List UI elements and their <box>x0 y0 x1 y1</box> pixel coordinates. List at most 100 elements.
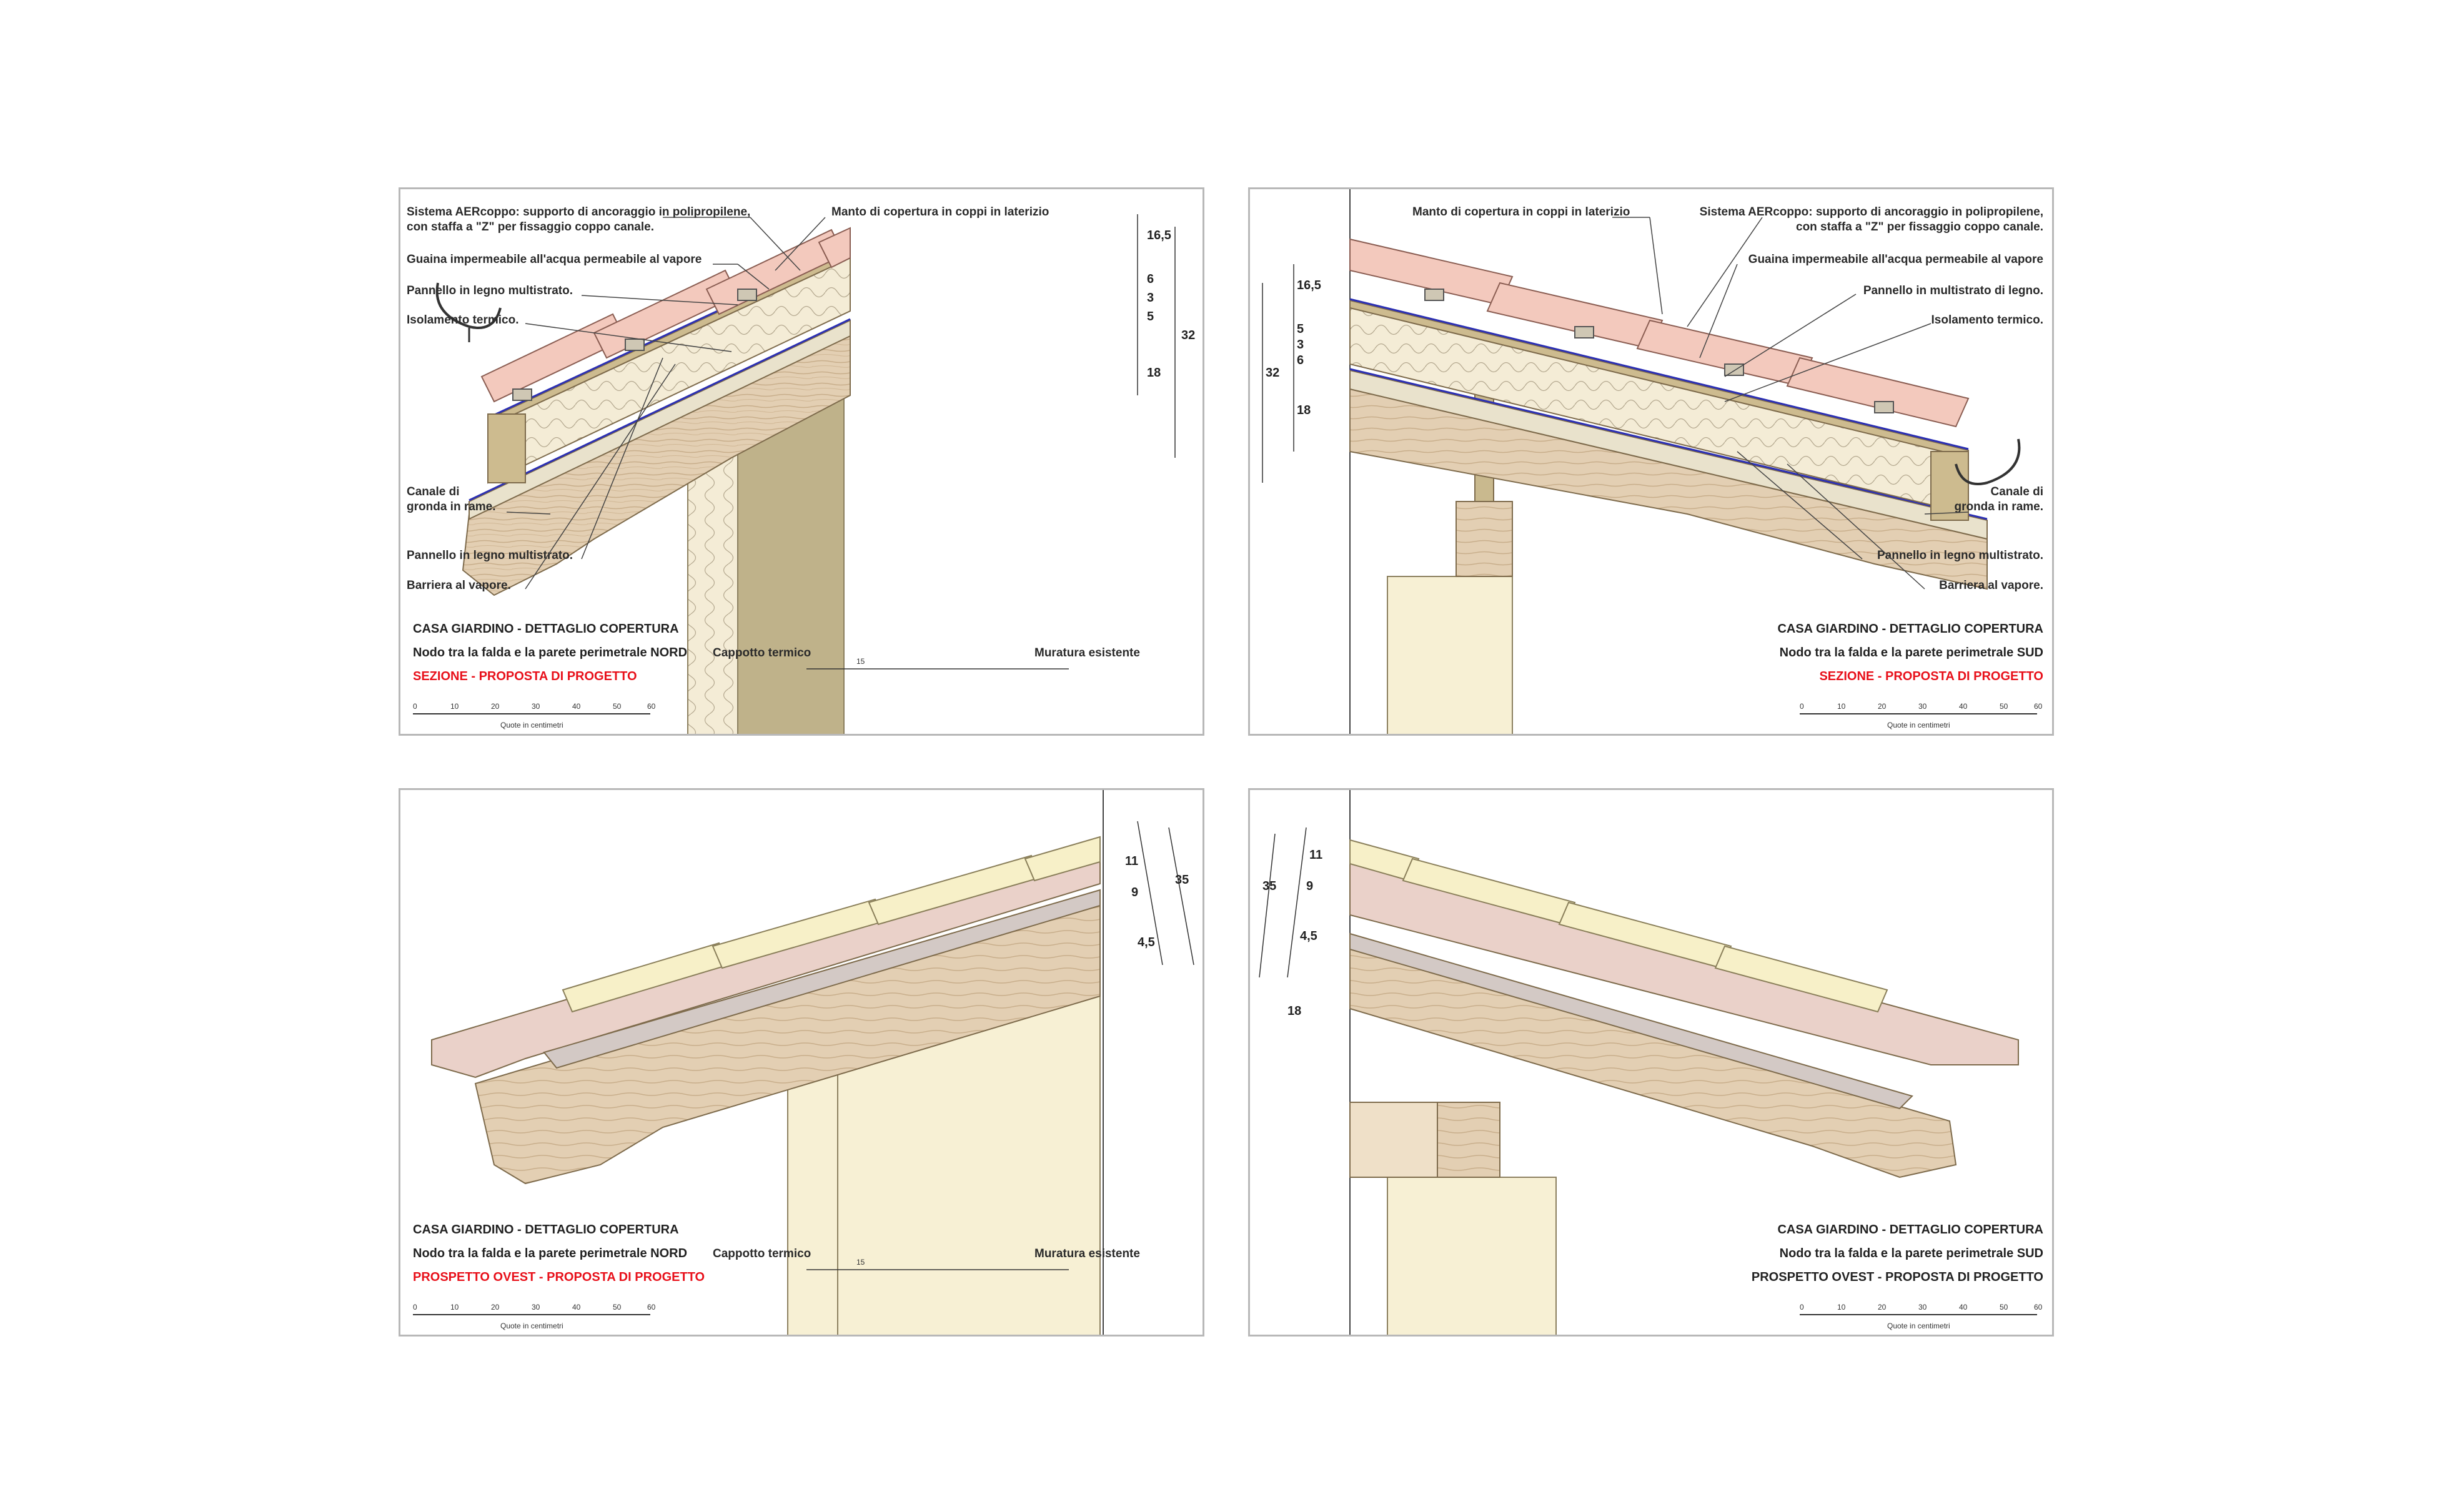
label-canale-2: gronda in rame. <box>407 500 496 513</box>
svg-text:9: 9 <box>1131 886 1138 899</box>
svg-text:Nodo tra la falda e la parete: Nodo tra la falda e la parete perimetral… <box>413 1247 687 1260</box>
wooden-rafter <box>1349 945 1957 1178</box>
svg-text:20: 20 <box>1878 1303 1887 1312</box>
dimension-chain <box>1137 214 1176 458</box>
dim-1: 16,5 <box>1147 229 1171 242</box>
svg-text:10: 10 <box>1837 702 1846 711</box>
svg-text:60: 60 <box>2034 702 2043 711</box>
lower-multilayer-panel <box>469 319 851 520</box>
wood-beam <box>1437 1102 1500 1178</box>
title-3: SEZIONE - PROPOSTA DI PROGETTO <box>413 670 637 683</box>
svg-text:gronda in rame.: gronda in rame. <box>1954 500 2043 513</box>
svg-text:10: 10 <box>450 1303 459 1312</box>
svg-text:35: 35 <box>1262 879 1276 893</box>
svg-text:CASA GIARDINO - DETTAGLIO COPE: CASA GIARDINO - DETTAGLIO COPERTURA <box>413 1223 679 1237</box>
dim-2: 6 <box>1147 272 1154 286</box>
wood-beam <box>1456 501 1513 577</box>
existing-masonry <box>737 388 845 734</box>
svg-text:0: 0 <box>413 702 417 711</box>
svg-text:20: 20 <box>1878 702 1887 711</box>
svg-text:Pannello in legno multistrato.: Pannello in legno multistrato. <box>1877 549 2043 562</box>
svg-text:18: 18 <box>1287 1004 1301 1018</box>
vapour-barrier <box>1349 368 1988 520</box>
panel-section-nord: Sistema AERcoppo: supporto di ancoraggio… <box>399 187 1204 736</box>
metal-flashing <box>543 889 1101 1069</box>
label-canale-1: Canale di <box>407 485 459 498</box>
dim-3: 3 <box>1147 291 1154 305</box>
aercoppo-supports <box>1424 289 1894 413</box>
svg-text:15: 15 <box>856 1258 865 1267</box>
svg-text:6: 6 <box>1297 353 1304 367</box>
section-nord-drawing: Sistema AERcoppo: supporto di ancoraggio… <box>407 205 1195 734</box>
scale-bar: 0 10 20 30 40 50 60 Quote in centimetri <box>413 702 656 729</box>
svg-text:50: 50 <box>2000 702 2008 711</box>
svg-text:11: 11 <box>1309 848 1322 862</box>
svg-text:16,5: 16,5 <box>1297 279 1321 292</box>
roof-tiles <box>1349 839 1888 1013</box>
svg-text:Cappotto termico: Cappotto termico <box>713 1247 811 1260</box>
svg-text:Nodo tra la falda e la parete: Nodo tra la falda e la parete perimetral… <box>1780 646 2043 660</box>
svg-text:Isolamento termico.: Isolamento termico. <box>1932 314 2044 327</box>
thermal-coat <box>687 451 738 734</box>
svg-text:10: 10 <box>450 702 459 711</box>
svg-text:32: 32 <box>1266 366 1279 380</box>
svg-text:20: 20 <box>491 702 500 711</box>
wall-below <box>1387 1177 1557 1335</box>
svg-text:Muratura esistente: Muratura esistente <box>1034 1247 1140 1260</box>
svg-text:50: 50 <box>2000 1303 2008 1312</box>
scale-bar: 0 10 20 30 40 50 60 Quote in centimetri <box>1800 1303 2043 1330</box>
svg-text:9: 9 <box>1306 879 1313 893</box>
svg-text:Quote in centimetri: Quote in centimetri <box>1887 721 1950 729</box>
svg-text:con staffa a "Z" per fissaggio: con staffa a "Z" per fissaggio coppo can… <box>1796 220 2043 234</box>
svg-text:30: 30 <box>532 702 540 711</box>
svg-text:Quote in centimetri: Quote in centimetri <box>500 1322 563 1330</box>
cappotto-dim: 15 <box>856 657 865 666</box>
eave-block <box>487 413 526 483</box>
roof-tiles <box>1349 238 1970 428</box>
label-pannello-top: Pannello in legno multistrato. <box>407 284 573 297</box>
svg-text:5: 5 <box>1297 322 1304 336</box>
leader-lines <box>1612 217 1969 590</box>
panel-elevation-nord: 11 9 35 4,5 CASA GIARDINO - DETTAGLIO CO… <box>399 788 1204 1337</box>
lower-multilayer-panel <box>1349 369 1988 540</box>
svg-text:Barriera al vapore.: Barriera al vapore. <box>1939 579 2043 592</box>
elevation-nord-drawing: 11 9 35 4,5 CASA GIARDINO - DETTAGLIO CO… <box>413 790 1194 1335</box>
waterproof-membrane <box>1349 298 1969 450</box>
roof-tiles <box>562 836 1101 1013</box>
svg-text:Nodo tra la falda e la parete: Nodo tra la falda e la parete perimetral… <box>1780 1247 2043 1260</box>
dim-6: 18 <box>1147 366 1161 380</box>
copper-gutter <box>435 282 502 329</box>
title-1: CASA GIARDINO - DETTAGLIO COPERTURA <box>413 622 679 636</box>
section-sud-drawing: 16,5 5 3 6 32 18 Manto di copertura in c… <box>1262 189 2044 734</box>
svg-text:PROSPETTO OVEST - PROPOSTA DI: PROSPETTO OVEST - PROPOSTA DI PROGETTO <box>413 1270 705 1284</box>
wall-below <box>1387 576 1513 734</box>
svg-text:11: 11 <box>1125 854 1138 868</box>
scale-bar: 0 10 20 30 40 50 60 Quote in centimetri <box>413 1303 656 1330</box>
title-2: Nodo tra la falda e la parete perimetral… <box>413 646 687 660</box>
svg-text:30: 30 <box>532 1303 540 1312</box>
svg-text:CASA GIARDINO - DETTAGLIO COPE: CASA GIARDINO - DETTAGLIO COPERTURA <box>1777 1223 2043 1237</box>
label-aercoppo-2: con staffa a "Z" per fissaggio coppo can… <box>407 220 654 234</box>
svg-text:Sistema AERcoppo: supporto di: Sistema AERcoppo: supporto di ancoraggio… <box>1700 205 2043 219</box>
svg-text:18: 18 <box>1297 403 1311 417</box>
label-manto: Manto di copertura in coppi in laterizio <box>831 205 1049 219</box>
svg-text:40: 40 <box>1959 702 1968 711</box>
panel-elevation-sud: 35 11 9 4,5 18 CASA GIARDINO - DETTAGLIO… <box>1248 788 2054 1337</box>
label-isolamento: Isolamento termico. <box>407 314 519 327</box>
label-pannello-bottom: Pannello in legno multistrato. <box>407 549 573 562</box>
svg-text:20: 20 <box>491 1303 500 1312</box>
leader-lines <box>506 217 826 590</box>
svg-text:60: 60 <box>647 702 656 711</box>
svg-text:CASA GIARDINO - DETTAGLIO COPE: CASA GIARDINO - DETTAGLIO COPERTURA <box>1777 622 2043 636</box>
eave-block <box>1930 451 1969 521</box>
svg-text:Pannello in multistrato di leg: Pannello in multistrato di legno. <box>1863 284 2043 297</box>
svg-text:40: 40 <box>572 702 581 711</box>
svg-text:0: 0 <box>1800 1303 1804 1312</box>
svg-text:60: 60 <box>647 1303 656 1312</box>
svg-text:SEZIONE - PROPOSTA DI PROGETTO: SEZIONE - PROPOSTA DI PROGETTO <box>1819 670 2043 683</box>
elevation-sud-drawing: 35 11 9 4,5 18 CASA GIARDINO - DETTAGLIO… <box>1259 790 2043 1335</box>
wooden-rafter <box>474 895 1101 1185</box>
label-muratura: Muratura esistente <box>1034 646 1140 660</box>
svg-text:40: 40 <box>1959 1303 1968 1312</box>
